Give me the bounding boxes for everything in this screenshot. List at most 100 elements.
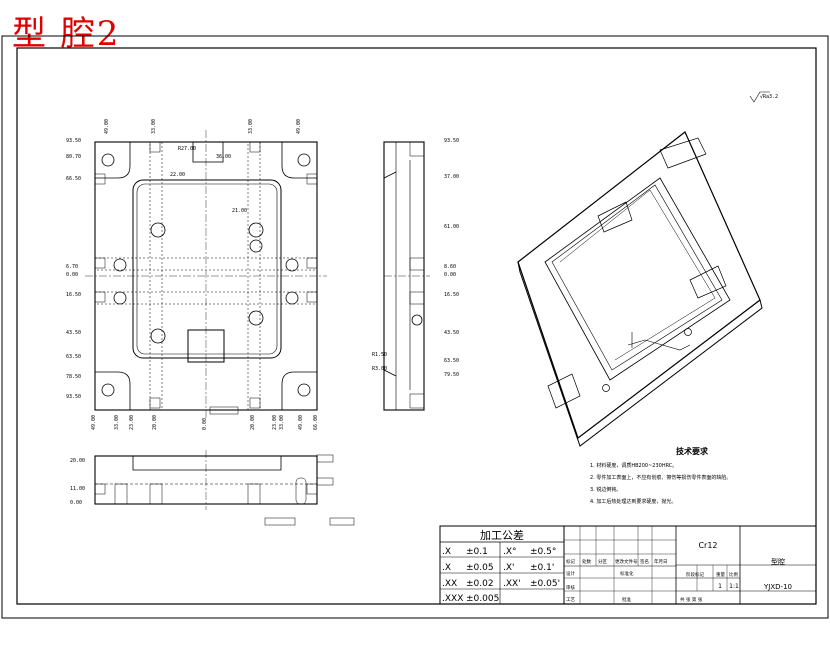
dim-section: 20.00 11.00 0.00 <box>70 458 85 506</box>
tol-cell: ±0.05' <box>530 579 560 589</box>
tech-req-item: 1. 材料硬度，调质HB200~230HRC。 <box>590 462 677 469</box>
tol-cell: .XXX <box>442 594 463 604</box>
sheet-info: 共 张 第 张 <box>680 596 703 603</box>
dimension-label: 79.50 <box>444 372 459 378</box>
dimension-label: 49.00 <box>104 119 110 134</box>
dimension-label: 43.50 <box>66 330 81 336</box>
dimension-label: 66.00 <box>313 415 319 430</box>
dimension-label: 33.00 <box>151 119 157 134</box>
dimension-label: 0.00 <box>66 272 78 278</box>
dimension-label: 22.00 <box>170 172 185 178</box>
dimension-label: 33.00 <box>279 415 285 430</box>
dimension-label: 93.50 <box>444 138 459 144</box>
tol-cell: .XX <box>442 579 457 589</box>
tech-req-item: 4. 加工后热处理达到要求硬度，抛光。 <box>590 498 676 505</box>
header-label: 处数 <box>582 558 591 565</box>
header-label: 年月日 <box>654 558 668 565</box>
dimension-label: 61.00 <box>444 224 459 230</box>
dimension-label: 37.00 <box>444 174 459 180</box>
dimension-label: 93.50 <box>66 138 81 144</box>
stage-label: 重量 <box>716 571 725 578</box>
scale: 1:1 <box>729 583 739 590</box>
row-label: 设计 <box>566 570 575 577</box>
tol-cell: ±0.005 <box>466 594 499 604</box>
tol-cell: ±0.02 <box>466 579 494 589</box>
dimension-label: 63.50 <box>444 358 459 364</box>
dimension-label: R1.50 <box>372 352 387 358</box>
title-block-text: Cr12 型腔 YJXD-10 1 1:1 阶段标记 重量 比例 共 张 第 张… <box>566 541 792 603</box>
roughness-label: √Ra3.2 <box>760 94 778 100</box>
quantity: 1 <box>718 583 722 590</box>
tech-req-title: 技术要求 <box>676 446 709 456</box>
tech-req-item: 3. 锐边倒钝。 <box>590 486 621 493</box>
standardize-label: 标准化 <box>620 570 634 577</box>
dimension-label: 63.50 <box>66 354 81 360</box>
dimension-label: 33.00 <box>114 415 120 430</box>
dimension-label: 21.00 <box>232 208 247 214</box>
outer-frame <box>1 35 829 619</box>
material: Cr12 <box>698 541 717 550</box>
header-label: 分区 <box>598 558 607 565</box>
dimension-label: 33.00 <box>248 119 254 134</box>
dim-right: 93.50 37.00 8.60 61.00 0.00 16.50 43.50 63.50 79… <box>444 138 459 378</box>
tech-req-item: 2. 零件加工表面上，不应有划痕、擦伤等损伤零件表面的缺陷。 <box>590 474 731 481</box>
dimension-label: 20.00 <box>250 415 256 430</box>
header-label: 标记 <box>566 558 575 565</box>
dimension-label: 8.60 <box>444 264 456 270</box>
dimension-label: 23.00 <box>272 415 278 430</box>
dimension-label: 23.00 <box>129 415 135 430</box>
dim-left: 93.50 80.70 66.50 6.70 0.00 16.50 43.50 63.50 78… <box>66 138 81 400</box>
row-label: 审核 <box>566 584 575 591</box>
dimension-label: 80.70 <box>66 154 81 160</box>
drawing-number: YJXD-10 <box>763 583 792 591</box>
header-label: 签名 <box>640 558 649 565</box>
tol-cell: ±0.5° <box>530 547 556 557</box>
dimension-label: 0.00 <box>444 272 456 278</box>
dimension-label: 11.00 <box>70 486 85 492</box>
dimension-label: 20.00 <box>70 458 85 464</box>
dimension-label: 66.50 <box>66 176 81 182</box>
dimension-label: 0.00 <box>202 418 208 430</box>
dimension-label: R27.00 <box>178 146 196 152</box>
tolerance-title: 加工公差 <box>480 528 524 542</box>
row-label: 工艺 <box>566 597 575 603</box>
tol-cell: .XX' <box>503 579 521 589</box>
dimension-label: 78.50 <box>66 374 81 380</box>
dimension-label: 0.00 <box>70 500 82 506</box>
sheet-title: 型 腔2 <box>12 14 121 54</box>
dimension-label: 93.50 <box>66 394 81 400</box>
plan-view <box>85 130 327 420</box>
dimension-label: R3.00 <box>372 366 387 372</box>
tol-cell: ±0.1' <box>530 563 554 573</box>
part-name: 型腔 <box>771 557 785 566</box>
dimension-label: 49.00 <box>296 119 302 134</box>
dimension-label: 43.50 <box>444 330 459 336</box>
dimension-label: 49.00 <box>91 415 97 430</box>
stage-label: 阶段标记 <box>686 571 704 578</box>
iso-view <box>517 131 763 447</box>
dimension-label: 16.50 <box>66 292 81 298</box>
dimension-label: 36.00 <box>216 154 231 160</box>
tol-cell: .X <box>442 547 451 557</box>
dimension-label: 20.00 <box>152 415 158 430</box>
title-block <box>563 525 817 605</box>
header-label: 更改文件号 <box>615 558 638 565</box>
tolerance-table: 加工公差 .X ±0.1 .X° ±0.5° .X ±0.05 .X' ±0.1… <box>439 525 565 605</box>
dimension-label: 16.50 <box>444 292 459 298</box>
stage-label: 比例 <box>729 571 738 578</box>
technical-requirements: 技术要求 1. 材料硬度，调质HB200~230HRC。 2. 零件加工表面上，… <box>590 446 731 505</box>
dimension-label: 49.00 <box>298 415 304 430</box>
approve-label: 批准 <box>622 596 631 603</box>
dim-top: 49.00 33.00 33.00 49.00 <box>104 119 302 134</box>
dimension-label: 6.70 <box>66 264 78 270</box>
tol-cell: .X <box>442 563 451 573</box>
tol-cell: .X' <box>503 563 515 573</box>
side-view <box>383 141 430 411</box>
bottom-view <box>94 450 355 526</box>
roughness-mark: √Ra3.2 <box>749 91 778 103</box>
tol-cell: .X° <box>503 547 517 557</box>
tol-cell: ±0.1 <box>466 547 488 557</box>
tol-cell: ±0.05 <box>466 563 494 573</box>
